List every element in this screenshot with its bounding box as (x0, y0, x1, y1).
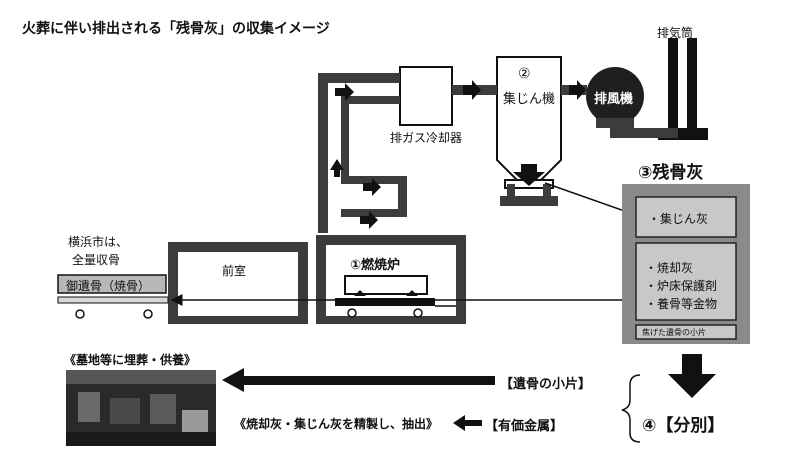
collector-to-bin-arrow (544, 182, 638, 218)
furnace-building (168, 235, 466, 324)
residual-ash-heading: ③残骨灰 (638, 163, 704, 183)
bone-metal-item: ・養骨等金物 (645, 297, 718, 311)
yokohama-note-line2: 全量収骨 (72, 253, 121, 267)
dust-collector (496, 56, 562, 206)
incinerator-ash-item: ・焼却灰 (645, 261, 694, 275)
burial-photo (66, 370, 216, 446)
gas-cooler (399, 66, 453, 126)
chimney (658, 38, 708, 140)
dust-collector-number: ② (518, 66, 531, 82)
exhaust-fan (586, 67, 644, 128)
exhaust-fan-label: 排風機 (594, 92, 634, 107)
antechamber-label: 前室 (222, 264, 247, 278)
chimney-label: 排気筒 (657, 26, 694, 40)
sorting-label: ④【分別】 (642, 416, 725, 436)
gas-cooler-label: 排ガス冷却器 (390, 131, 463, 145)
burial-caption: 《墓地等に埋葬・供養》 (64, 353, 197, 367)
incinerator-label: ①燃焼炉 (350, 258, 401, 273)
remains-cart (57, 274, 169, 319)
valuable-metal-label: 【有価金属】 (485, 419, 564, 434)
flow-arrows (330, 80, 586, 229)
dust-collector-label: 集じん機 (503, 92, 556, 107)
dust-ash-item: ・集じん灰 (648, 212, 709, 226)
diagram-title: 火葬に伴い排出される「残骨灰」の収集イメージ (22, 21, 330, 37)
bone-fragments-label: 【遺骨の小片】 (500, 377, 592, 392)
return-line (170, 294, 635, 307)
duct-to-chimney (610, 128, 678, 138)
residual-ash-bin (622, 184, 750, 344)
refine-caption: 《焼却灰・集じん灰を精製し、抽出》 (234, 417, 439, 431)
burnt-fragments-item: 焦げた遺骨の小片 (642, 328, 706, 337)
remains-label: 御遺骨（焼骨） (66, 279, 151, 293)
floor-protector-item: ・炉床保護剤 (645, 279, 718, 293)
yokohama-note-line1: 横浜市は、 (68, 235, 129, 249)
bottom-arrows (222, 354, 716, 443)
